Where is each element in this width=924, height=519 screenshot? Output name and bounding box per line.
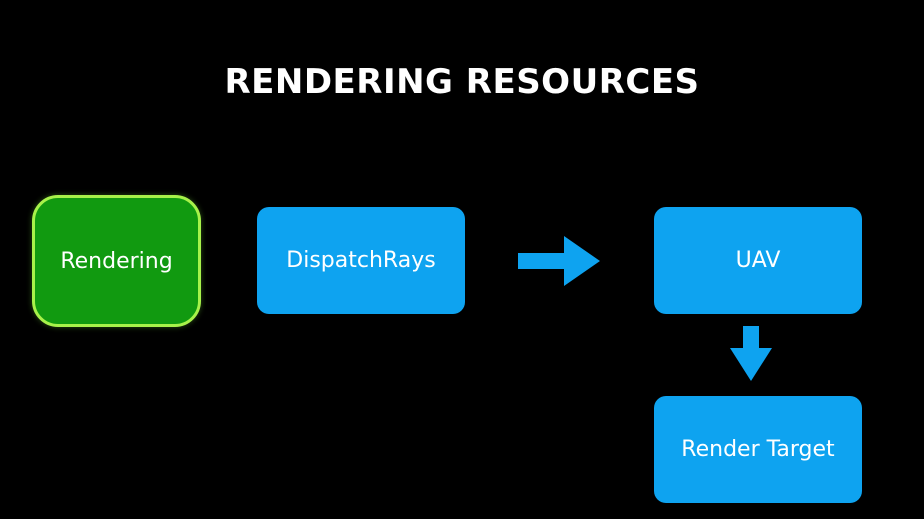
arrow-right-shape <box>518 236 600 286</box>
render-target-node: Render Target <box>654 396 862 503</box>
arrow-down-icon <box>730 326 772 381</box>
arrow-down-shape <box>730 326 772 381</box>
uav-node-label: UAV <box>735 248 781 273</box>
slide-title: RENDERING RESOURCES <box>224 62 700 102</box>
rendering-node: Rendering <box>32 195 201 327</box>
rendering-node-label: Rendering <box>60 248 173 274</box>
render-target-node-label: Render Target <box>681 437 835 462</box>
dispatch-rays-node: DispatchRays <box>257 207 465 314</box>
arrow-right-icon <box>518 236 600 286</box>
uav-node: UAV <box>654 207 862 314</box>
dispatch-rays-node-label: DispatchRays <box>286 248 436 273</box>
